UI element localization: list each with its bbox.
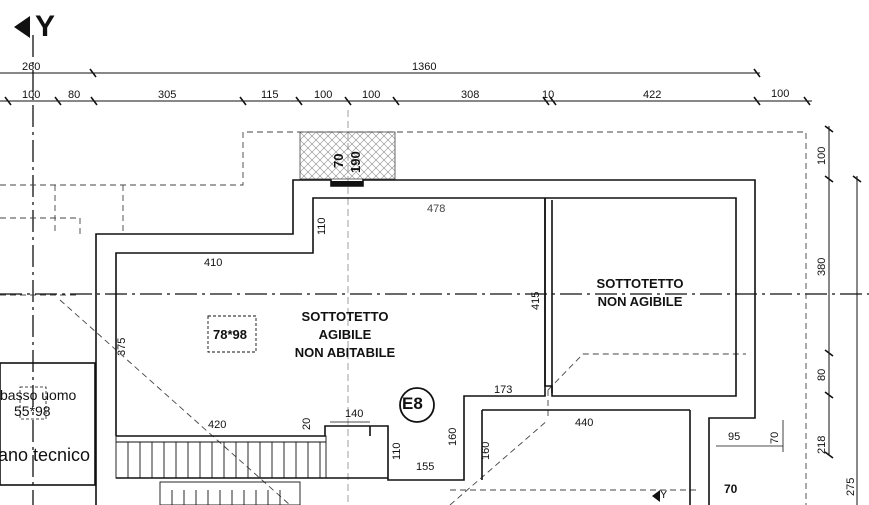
room-side-line2: NON AGIBILE (597, 294, 683, 309)
dim-140: 140 (345, 408, 364, 420)
axis-lines (0, 35, 869, 505)
dim-row-8: 422 (643, 89, 662, 101)
dim-70b: 70 (724, 482, 738, 496)
dim-110b: 110 (391, 442, 403, 460)
right-dimension-lines (824, 125, 862, 505)
dim-173: 173 (494, 384, 513, 396)
roof-outline-dashed (0, 131, 807, 505)
top-dimension-lines (0, 68, 812, 106)
skylight-hatch (299, 131, 396, 180)
walls (95, 179, 756, 505)
left-label-1: basso uomo (0, 387, 77, 403)
dim-overall-main: 1360 (412, 61, 437, 73)
unit-tag-circle (399, 387, 435, 423)
dim-right-80: 80 (816, 368, 828, 381)
room-side-line1: SOTTOTETTO (596, 276, 684, 291)
dim-155: 155 (416, 461, 435, 473)
room-main-line3: NON ABITABILE (294, 345, 396, 360)
axis-arrow-icon (14, 16, 30, 38)
dim-420: 420 (208, 419, 227, 431)
dim-right-218: 218 (816, 435, 828, 454)
unit-tag: E8 (402, 394, 423, 413)
dim-95: 95 (728, 431, 741, 443)
room-side-label: SOTTOTETTO NON AGIBILE (570, 275, 710, 311)
dim-160b: 160 (480, 441, 492, 460)
left-label-2: 55*98 (14, 403, 51, 419)
dim-row-1: 80 (68, 89, 81, 101)
dim-row-9: 100 (771, 88, 790, 100)
dim-20: 20 (301, 417, 313, 430)
small-axis-arrow-icon (652, 490, 660, 502)
dim-110a: 110 (316, 217, 328, 235)
dim-right-275: 275 (845, 477, 857, 496)
dim-row-0: 100 (22, 89, 41, 101)
dim-right-380: 380 (816, 257, 828, 276)
axis-label-small: Y (660, 489, 668, 501)
axis-label: Y (35, 10, 56, 43)
left-room-box (0, 362, 96, 486)
dim-right-100: 100 (816, 146, 828, 165)
stairs (115, 435, 327, 505)
window-box (207, 315, 257, 353)
dim-70a: 70 (769, 431, 781, 444)
room-main-line1: SOTTOTETTO (301, 309, 389, 324)
dim-row-3: 115 (261, 89, 279, 101)
dim-415: 415 (530, 291, 542, 310)
dim-skylight-h: 190 (348, 151, 363, 173)
room-main-label: SOTTOTETTO AGIBILE NON ABITABILE (270, 308, 420, 362)
dim-overall-left: 260 (22, 61, 41, 73)
left-label-3: ano tecnico (0, 445, 91, 465)
dim-478: 478 (427, 203, 446, 215)
dim-row-4: 100 (314, 89, 333, 101)
dim-160a: 160 (447, 427, 459, 446)
dim-440: 440 (575, 417, 594, 429)
dim-row-2: 305 (158, 89, 177, 101)
room-main-line2: AGIBILE (318, 327, 372, 342)
dim-410: 410 (204, 257, 223, 269)
dim-row-7: 10 (542, 89, 555, 101)
dim-row-6: 308 (461, 89, 480, 101)
dim-skylight-w: 70 (331, 153, 346, 168)
window-label: 78*98 (213, 327, 247, 342)
dim-row-5: 100 (362, 89, 381, 101)
dim-375: 375 (116, 337, 128, 356)
